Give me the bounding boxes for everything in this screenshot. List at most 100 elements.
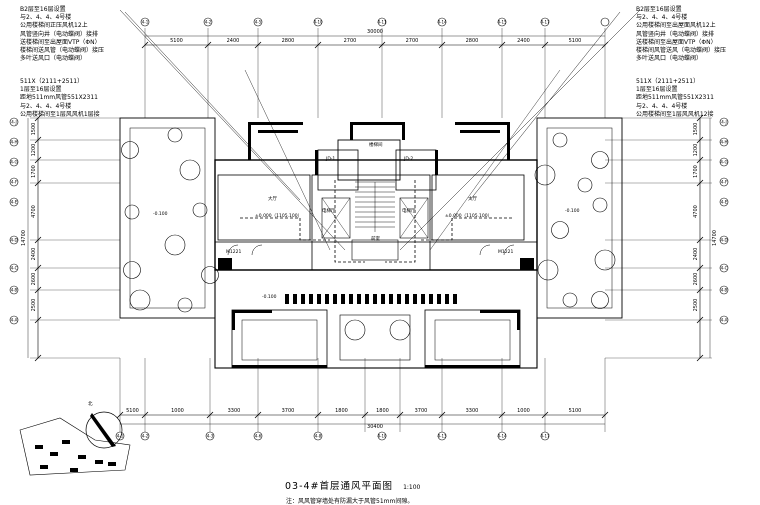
tree-symbol-entrance — [344, 319, 366, 341]
dim-tick — [696, 179, 704, 187]
room-right-hall: 大厅 — [468, 195, 477, 202]
right-bay-inner — [434, 319, 511, 361]
dim-label-top: 2700 — [406, 38, 419, 44]
dim-tick — [141, 411, 149, 419]
tree-symbol-right — [562, 292, 578, 308]
axis-label-right: 4-F — [721, 180, 728, 185]
right-bay — [424, 309, 521, 369]
drawing-title-text: 03-4#首层通风平面图 — [285, 481, 394, 492]
axis-label-top: 4-17 — [540, 20, 550, 25]
axis-bubble-right — [719, 157, 729, 167]
axis-label-bottom: 4-2 — [142, 434, 149, 439]
dim-label-bottom: 3700 — [282, 408, 295, 414]
axis-label-bottom: 4-13 — [437, 434, 447, 439]
axis-label-top: 4-10 — [313, 20, 323, 25]
dim-tick — [498, 411, 506, 419]
dim-label-left: 1500 — [31, 123, 37, 136]
duct-right — [420, 217, 512, 241]
entrance-step — [437, 294, 441, 304]
entrance-step — [413, 294, 417, 304]
dim-label-top: 2700 — [344, 38, 357, 44]
wall-solid — [425, 365, 520, 368]
elevator-left — [321, 197, 351, 239]
axis-label-bottom: 4-1 — [117, 434, 124, 439]
axis-bubble-top — [140, 17, 150, 27]
dim-label-right: 1700 — [693, 165, 699, 178]
tree-symbol-left — [192, 202, 208, 218]
axis-bubble-top — [497, 17, 507, 27]
entrance-step — [309, 294, 313, 304]
dim-label-right: 2600 — [693, 273, 699, 286]
axis-bubble-bottom — [205, 431, 215, 441]
axis-bubble-bottom — [140, 431, 150, 441]
lower-corridor — [214, 241, 538, 271]
dim-label-left: 2500 — [31, 299, 37, 312]
leader-line — [244, 69, 331, 251]
axis-label-left: 4-J — [11, 120, 16, 125]
dim-tick — [206, 411, 214, 419]
site-key-block — [95, 460, 103, 464]
tree-symbol-left — [201, 266, 219, 284]
entrance-step — [381, 294, 385, 304]
axis-bubble-right — [719, 263, 729, 273]
axis-bubble-left — [9, 117, 19, 127]
axis-bubble-left — [9, 263, 19, 273]
axis-bubble-right — [719, 177, 729, 187]
tree-symbol-right — [537, 259, 559, 281]
axis-bubble-left — [9, 315, 19, 325]
tree-symbol-right — [592, 197, 608, 213]
entrance-step — [445, 294, 449, 304]
axis-label-top: 4-14 — [437, 20, 447, 25]
wall-solid — [460, 130, 500, 133]
dim-tick — [696, 136, 704, 144]
axis-label-top: 4-2 — [205, 20, 212, 25]
lobby-tag: 前室 — [371, 235, 380, 242]
wall-solid — [315, 150, 318, 175]
dim-tick — [34, 179, 42, 187]
dim-tick — [396, 411, 404, 419]
axis-bubble-top — [313, 17, 323, 27]
dim-tick — [696, 316, 704, 324]
dim-tick — [541, 411, 549, 419]
site-key-outline — [19, 417, 131, 476]
dim-tick — [116, 411, 124, 419]
axis-label-top: 4-15 — [497, 20, 507, 25]
axis-bubble-left — [9, 177, 19, 187]
dim-label-bottom: 1000 — [171, 408, 184, 414]
dim-tick — [361, 411, 369, 419]
axis-bubble-bottom — [540, 431, 550, 441]
level-front-terrace: -0.100 — [262, 294, 277, 300]
dim-label-top: 2400 — [227, 38, 240, 44]
dim-tick — [254, 41, 262, 49]
axis-label-right: 4-G — [720, 160, 727, 165]
axis-bubble-top — [203, 17, 213, 27]
dim-label-left: 2400 — [31, 248, 37, 261]
dim-label-bottom: 1800 — [376, 408, 389, 414]
front-lobby — [351, 239, 399, 261]
entrance-step — [453, 294, 457, 304]
dim-label-bottom: 5100 — [569, 408, 582, 414]
level-left-terrace: -0.100 — [153, 211, 168, 217]
dim-label-left: 1200 — [31, 144, 37, 157]
axis-bubble-bottom — [377, 431, 387, 441]
dim-label-right: 2400 — [693, 248, 699, 261]
leader-line — [399, 9, 641, 251]
axis-bubble-right — [719, 117, 729, 127]
dim-tick — [34, 136, 42, 144]
dim-label-left: 2600 — [31, 273, 37, 286]
entrance-step — [397, 294, 401, 304]
axis-bubble-left — [9, 285, 19, 295]
entrance-step — [405, 294, 409, 304]
axis-label-bottom: 4-10 — [377, 434, 387, 439]
axis-bubble-top — [437, 17, 447, 27]
tree-symbol-right — [551, 221, 569, 239]
dim-tick — [34, 236, 42, 244]
dim-tick — [696, 114, 704, 122]
left-terrace-inner — [129, 127, 206, 309]
corridor-right-tag: 电梯厅 — [402, 207, 416, 214]
axis-label-top: 4-5 — [255, 20, 262, 25]
dim-label-bottom: 1000 — [517, 408, 530, 414]
leader-line — [119, 9, 346, 251]
tree-symbol-right — [552, 132, 568, 148]
